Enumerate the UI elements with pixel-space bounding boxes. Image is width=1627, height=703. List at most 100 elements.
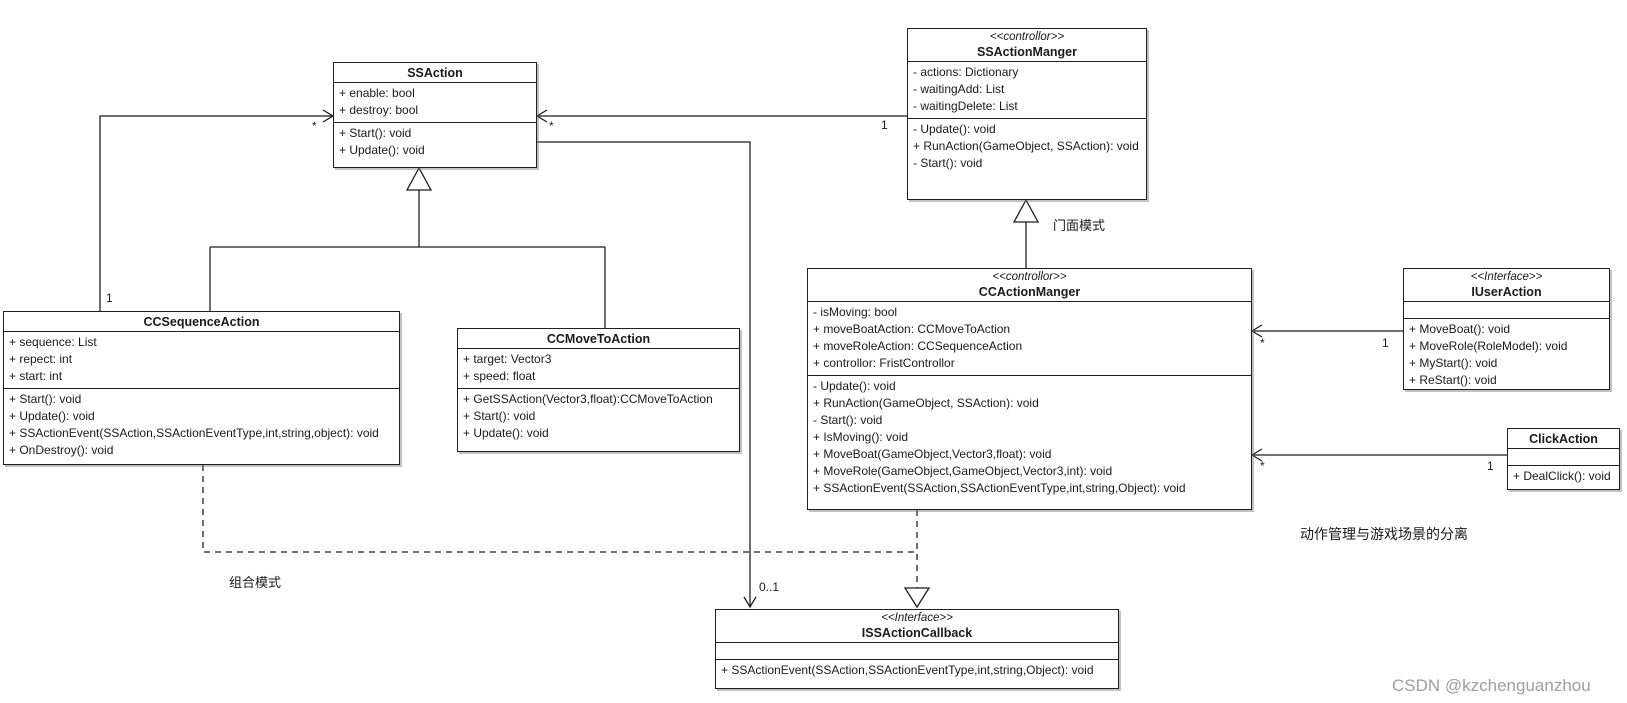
attribute-line: + start: int <box>9 369 63 383</box>
attributes-compartment: + sequence: List + repect: int + start: in… <box>4 331 399 388</box>
attributes-compartment <box>1404 301 1609 318</box>
attributes-compartment <box>1508 448 1619 465</box>
attribute-line: + destroy: bool <box>339 103 419 117</box>
multiplicity-label: * <box>312 119 317 133</box>
multiplicity-label: 0..1 <box>759 580 780 594</box>
class-name: CCActionManger <box>978 285 1081 299</box>
class-box-ClickAction: ClickAction + DealClick(): void <box>1507 428 1620 490</box>
method-line: + SSActionEvent(SSAction,SSActionEventTy… <box>813 481 1186 495</box>
association-ssactionmanger-ssaction <box>535 109 907 123</box>
watermark: CSDN @kzchenguanzhou <box>1392 676 1591 695</box>
association-ssaction-issactioncallback <box>537 141 757 609</box>
method-line: - Update(): void <box>813 379 896 393</box>
multiplicity-label: * <box>549 119 554 133</box>
attributes-compartment: - actions: Dictionary - waitingAdd: List -… <box>908 61 1146 118</box>
class-name: SSAction <box>407 66 463 80</box>
attributes-compartment: + enable: bool+ destroy: bool <box>334 82 536 122</box>
multiplicity-label: 1 <box>881 118 888 132</box>
method-line: + Start(): void <box>339 126 412 140</box>
annotation-separation-note: 动作管理与游戏场景的分离 <box>1300 526 1468 542</box>
attribute-line: + moveBoatAction: CCMoveToAction <box>813 322 1011 336</box>
multiplicity-label: 1 <box>106 291 113 305</box>
association-iuseraction-ccactionmanger <box>1250 324 1403 338</box>
class-title: ClickAction <box>1508 429 1619 448</box>
association-clickaction-ccactionmanger <box>1250 448 1507 462</box>
method-line: + MoveRole(GameObject,GameObject,Vector3… <box>813 464 1113 478</box>
method-line: + Start(): void <box>463 409 536 423</box>
attribute-line: - waitingDelete: List <box>913 99 1018 113</box>
method-line: + IsMoving(): void <box>813 430 909 444</box>
class-title: <<controllor>> CCActionManger <box>808 269 1251 301</box>
multiplicity-label: * <box>1260 336 1265 350</box>
class-title: <<Interface>>IUserAction <box>1404 269 1609 301</box>
class-title: <<controllor>> SSActionManger <box>908 29 1146 61</box>
class-title: SSAction <box>334 63 536 82</box>
attribute-line: + repect: int <box>9 352 73 366</box>
realization-ccsequenceaction-issactioncallback <box>202 465 917 553</box>
multiplicity-label: 1 <box>1382 336 1389 350</box>
method-line: + ReStart(): void <box>1409 373 1497 387</box>
class-name: CCSequenceAction <box>143 315 260 329</box>
attribute-line: - waitingAdd: List <box>913 82 1005 96</box>
method-line: + MoveRole(RoleModel): void <box>1409 339 1568 353</box>
method-line: + RunAction(GameObject, SSAction): void <box>913 139 1139 153</box>
method-line: - Start(): void <box>913 156 983 170</box>
class-stereotype: <<Interface>> <box>1470 271 1543 283</box>
methods-compartment: - Update(): void + RunAction(GameObject, … <box>908 118 1146 199</box>
class-box-CCActionManger: <<controllor>> CCActionManger - isMoving: … <box>807 268 1252 510</box>
multiplicity-label: * <box>1260 459 1265 473</box>
methods-compartment: + Start(): void + Update(): void + SSActio… <box>4 388 399 464</box>
attribute-line: + target: Vector3 <box>463 352 552 366</box>
methods-compartment: + DealClick(): void <box>1508 465 1619 489</box>
class-box-CCSequenceAction: CCSequenceAction + sequence: List + repect… <box>3 311 400 465</box>
method-line: + SSActionEvent(SSAction,SSActionEventTy… <box>9 426 379 440</box>
method-line: + Update(): void <box>463 426 549 440</box>
attributes-compartment: - isMoving: bool + moveBoatAction: CCMove… <box>808 301 1251 375</box>
method-line: + RunAction(GameObject, SSAction): void <box>813 396 1039 410</box>
attribute-line: + moveRoleAction: CCSequenceAction <box>813 339 1023 353</box>
annotation-facade-pattern: 门面模式 <box>1053 218 1106 233</box>
methods-compartment: + MoveBoat(): void + MoveRole(RoleModel):… <box>1404 318 1609 392</box>
class-name: CCMoveToAction <box>546 332 651 346</box>
class-stereotype: <<Interface>> <box>881 612 953 624</box>
realization-ccactionmanger-issactioncallback <box>903 510 931 609</box>
class-box-ISSActionCallback: <<Interface>> ISSActionCallback + SSAction… <box>715 609 1119 689</box>
class-stereotype: <<controllor>> <box>989 31 1065 43</box>
association-ccsequenceaction-ssaction <box>99 109 335 311</box>
method-line: + Update(): void <box>9 409 95 423</box>
attributes-compartment <box>716 642 1118 659</box>
methods-compartment: + Start(): void+ Update(): void <box>334 122 536 167</box>
method-line: + MoveBoat(): void <box>1409 322 1511 336</box>
generalization-ccactionmanger-ssactionmanger <box>1012 198 1040 268</box>
class-title: CCMoveToAction <box>458 329 739 348</box>
class-box-CCMoveToAction: CCMoveToAction+ target: Vector3+ speed: … <box>457 328 740 452</box>
class-title: CCSequenceAction <box>4 312 399 331</box>
class-title: <<Interface>> ISSActionCallback <box>716 610 1118 642</box>
method-line: + Start(): void <box>9 392 82 406</box>
attribute-line: + controllor: FristControllor <box>813 356 955 370</box>
methods-compartment: + GetSSAction(Vector3,float):CCMoveToAct… <box>458 388 739 451</box>
class-box-SSActionManger: <<controllor>> SSActionManger - actions: D… <box>907 28 1147 200</box>
method-line: + SSActionEvent(SSAction,SSActionEventTy… <box>721 663 1094 677</box>
method-line: - Update(): void <box>913 122 996 136</box>
method-line: + MyStart(): void <box>1409 356 1498 370</box>
attribute-line: + sequence: List <box>9 335 97 349</box>
method-line: + MoveBoat(GameObject,Vector3,float): vo… <box>813 447 1052 461</box>
multiplicity-label: 1 <box>1487 459 1494 473</box>
class-box-IUserAction: <<Interface>>IUserAction + MoveBoat(): vo… <box>1403 268 1610 390</box>
class-box-SSAction: SSAction+ enable: bool+ destroy: bool+ S… <box>333 62 537 168</box>
class-name: SSActionManger <box>976 45 1077 59</box>
class-name: ISSActionCallback <box>861 626 973 640</box>
methods-compartment: + SSActionEvent(SSAction,SSActionEventTy… <box>716 659 1118 688</box>
method-line: + GetSSAction(Vector3,float):CCMoveToAct… <box>463 392 713 406</box>
method-line: - Start(): void <box>813 413 883 427</box>
generalization-to-ssaction <box>209 166 606 328</box>
method-line: + OnDestroy(): void <box>9 443 114 457</box>
attribute-line: - isMoving: bool <box>813 305 898 319</box>
class-stereotype: <<controllor>> <box>992 271 1067 283</box>
attribute-line: - actions: Dictionary <box>913 65 1019 79</box>
methods-compartment: - Update(): void + RunAction(GameObject, … <box>808 375 1251 509</box>
method-line: + DealClick(): void <box>1513 469 1611 483</box>
